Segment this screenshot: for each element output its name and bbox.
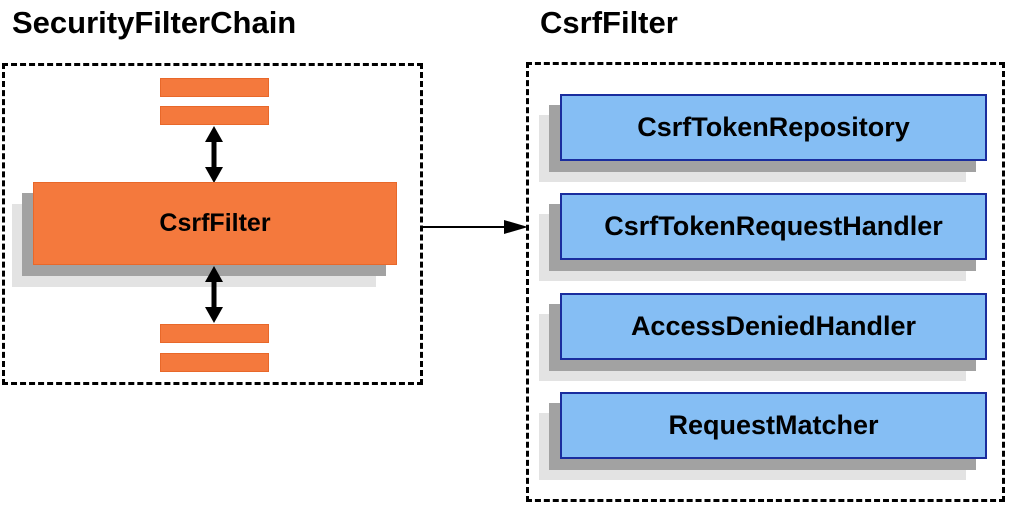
security-filter-chain-boundary [2,63,423,385]
filter-chain-bar-top-2 [160,106,269,125]
component-node-label: CsrfTokenRepository [637,112,910,142]
component-node-csrf-token-repository: CsrfTokenRepository [560,94,987,161]
flow-arrow-icon [423,220,528,234]
bidirectional-arrow-icon [205,266,223,323]
filter-chain-bar-bottom-1 [160,324,269,343]
security-filter-chain-title: SecurityFilterChain [12,5,297,40]
filter-chain-bar-top-1 [160,78,269,97]
csrf-filter-title: CsrfFilter [540,5,678,40]
component-node-label: RequestMatcher [668,410,879,440]
filter-chain-bar-bottom-2 [160,353,269,372]
csrf-filter-node: CsrfFilter [33,182,397,265]
component-node-csrf-token-request-handler: CsrfTokenRequestHandler [560,193,987,260]
component-node-label: AccessDeniedHandler [630,311,917,341]
component-node-label: CsrfTokenRequestHandler [604,211,943,241]
csrf-filter-boundary [526,62,1005,502]
bidirectional-arrow-icon [205,126,223,183]
component-node-request-matcher: RequestMatcher [560,392,987,459]
component-node-access-denied-handler: AccessDeniedHandler [560,293,987,360]
csrf-filter-node-label: CsrfFilter [159,209,271,237]
